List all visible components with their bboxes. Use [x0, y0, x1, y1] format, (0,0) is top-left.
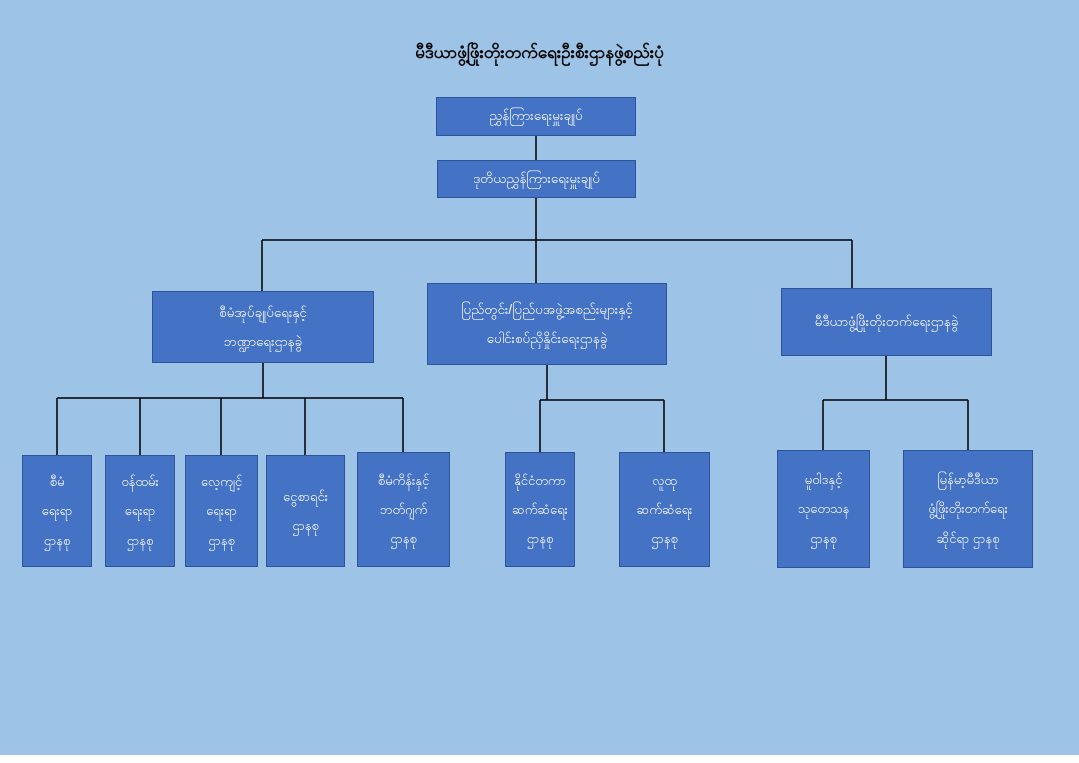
node-label-line: နိုင်ငံတကာ	[514, 472, 566, 488]
node-label-line: ဆိုင်ရာ ဌာနစု	[936, 530, 1000, 546]
unit-public-relations: လူထု ဆက်ဆံရေး ဌာနစု	[619, 452, 710, 567]
node-label-line: ဖွံ့ဖြိုးတိုးတက်ရေး	[928, 501, 1008, 517]
node-label-line: စီမံကိန်းနှင့်	[377, 472, 430, 488]
node-label-line: ဌာနစု	[390, 531, 417, 547]
unit-training-affairs: လေ့ကျင့် ရေးရာ ဌာနစု	[185, 455, 258, 567]
chart-title: မီဒီယာဖွံ့ဖြိုးတိုးတက်ရေးဦးစီးဌာနဖွဲ့စည်…	[415, 43, 664, 62]
node-label-line: လူထု	[652, 472, 677, 488]
node-label-line: မူဝါဒနှင့်	[804, 472, 843, 488]
node-division-media-development: မီဒီယာဖွံ့ဖြိုးတိုးတက်ရေးဌာနခွဲ	[781, 288, 992, 356]
connector-path	[56, 136, 969, 455]
node-label-line: မြန်မာ့မီဒီယာ	[937, 472, 999, 488]
node-label: ဒုတိယညွှန်ကြားရေးမှူးချုပ်	[473, 170, 600, 186]
unit-international-relations: နိုင်ငံတကာ ဆက်ဆံရေး ဌာနစု	[505, 452, 575, 567]
node-label-line: ဌာနစု	[208, 532, 235, 548]
node-division-admin-finance: စီမံအုပ်ချုပ်ရေးနှင့် ဘဏ္ဍာရေးဌာနခွဲ	[152, 291, 374, 363]
node-label-line: လေ့ကျင့်	[200, 474, 243, 490]
unit-management-affairs: စီမံ ရေးရာ ဌာနစု	[22, 455, 92, 567]
node-label-line: ဌာနစု	[43, 532, 71, 548]
unit-planning-budget: စီမံကိန်းနှင့် ဘတ်ဂျက် ဌာနစု	[357, 452, 450, 567]
node-label-line: ရေးရာ	[206, 503, 237, 519]
node-label-line: စီမံအုပ်ချုပ်ရေးနှင့်	[219, 304, 307, 320]
node-label-line: စီမံ	[49, 474, 65, 490]
unit-accounts: ငွေစာရင်း ဌာနစု	[266, 455, 345, 567]
node-label-line: ဘတ်ဂျက်	[379, 501, 428, 517]
node-label-line: ဝန်ထမ်း	[121, 474, 159, 490]
bottom-margin	[0, 755, 1079, 763]
unit-policy-research: မူဝါဒနှင့် သုတေသန ဌာနစု	[777, 450, 870, 568]
node-label-line: ဌာနစု	[810, 530, 837, 546]
node-label-line: ဌာနစု	[526, 531, 554, 547]
node-label-line: ရေးရာ	[124, 503, 156, 519]
node-label-line: ဌာနစု	[292, 518, 319, 533]
node-label-line: ဘဏ္ဍာရေးဌာနခွဲ	[223, 334, 303, 349]
node-label-line: ဆက်ဆံရေး	[512, 501, 568, 517]
node-label-line: ငွေစာရင်း	[283, 488, 328, 504]
node-label: ညွှန်ကြားရေးမှူးချုပ်	[489, 108, 583, 124]
node-label-line: ပြည်တွင်း/ပြည်ပအဖွဲ့အစည်းများနှင့်	[461, 301, 633, 317]
node-director-general: ညွှန်ကြားရေးမှူးချုပ်	[436, 97, 636, 136]
node-label-line: ဆက်ဆံရေး	[636, 501, 693, 517]
node-deputy-director-general: ဒုတိယညွှန်ကြားရေးမှူးချုပ်	[437, 160, 636, 198]
node-label-line: သုတေသန	[797, 501, 850, 517]
node-label-line: ဌာနစု	[651, 531, 678, 547]
node-label-line: ရေးရာ	[41, 503, 73, 519]
node-label-line: မီဒီယာဖွံ့ဖြိုးတိုးတက်ရေးဌာနခွဲ	[814, 314, 959, 330]
node-division-coordination: ပြည်တွင်း/ပြည်ပအဖွဲ့အစည်းများနှင့် ပေါင်…	[427, 283, 667, 365]
node-label-line: ပေါင်းစပ်ညှိနှိုင်းရေးဌာနခွဲ	[486, 331, 608, 346]
unit-staff-affairs: ဝန်ထမ်း ရေးရာ ဌာနစု	[105, 455, 175, 567]
node-label-line: ဌာနစု	[126, 532, 154, 548]
unit-myanmar-media-development: မြန်မာ့မီဒီယာ ဖွံ့ဖြိုးတိုးတက်ရေး ဆိုင်ရ…	[903, 450, 1033, 568]
